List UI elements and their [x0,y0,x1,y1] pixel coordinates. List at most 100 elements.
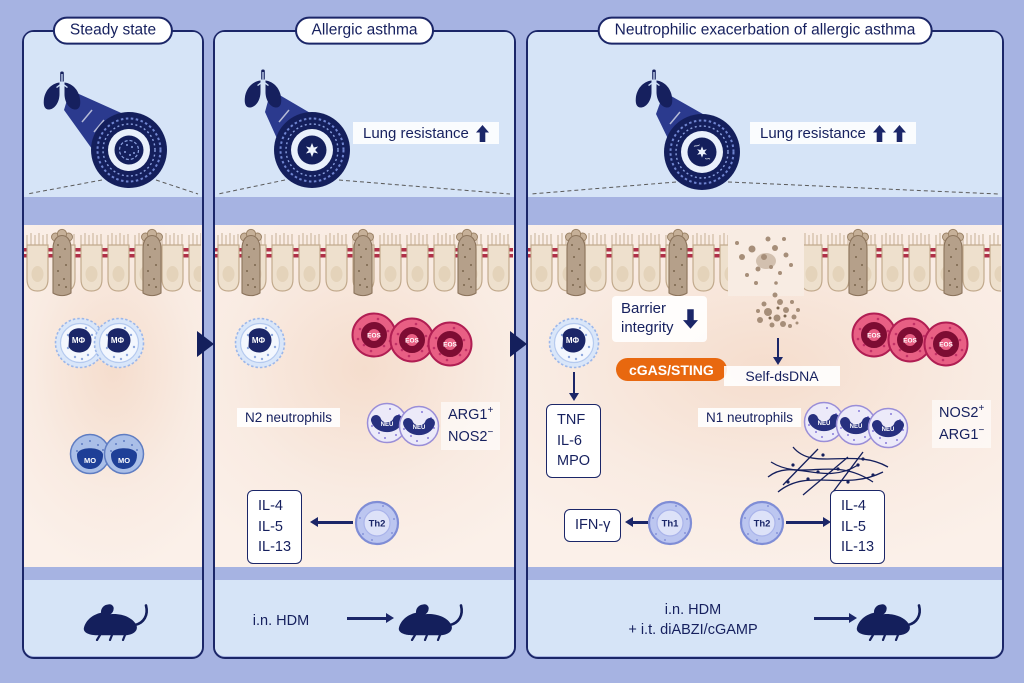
lung-resistance-label: Lung resistance [760,124,866,142]
n1-marker-genes: NOS2+ ARG1− [932,400,992,448]
panel1-title: Steady state [69,21,157,39]
cytokine-il5: IL-5 [258,518,283,535]
mouse-icon [82,602,148,641]
mouse-icon [855,602,921,641]
cytokine-il5: IL-5 [841,518,866,535]
panel1-airway-section [24,32,202,197]
eosinophil-cell: EOS [426,320,474,368]
progression-arrow-2 [510,331,527,357]
lung-resistance-indicator: Lung resistance [353,122,499,144]
monocyte-cell: MO [69,433,111,475]
th2-to-cytokines-arrow [317,521,353,524]
treatment-arrow [814,617,850,620]
lungs-icon [635,68,673,109]
mouse-icon [397,602,463,641]
eosinophil-label: EOS [367,333,381,340]
neutrophil-cell: NEU [398,405,440,447]
goblet-cell [239,228,263,297]
eosinophil-cell: EOS [350,311,398,359]
th2-label: Th2 [754,519,771,530]
panel2-title: Allergic asthma [311,21,418,39]
up-arrow-icon [872,124,886,142]
th2-cell: Th2 [739,500,785,546]
n2-neutrophils-label: N2 neutrophils [237,408,341,427]
cytokine-il13: IL-13 [258,539,292,556]
neutrophil-cell: NEU [835,404,877,446]
up-arrow-icon [892,124,906,142]
marker-nos2: NOS2− [448,426,494,445]
th2-to-cytokines-arrow [786,521,824,524]
lungs-icon [43,70,81,111]
eosinophil-cell: EOS [388,316,436,364]
goblet-cell [564,228,588,297]
lung-resistance-label: Lung resistance [363,124,469,142]
th2-cell: Th2 [354,500,400,546]
panel2-airway-section: Lung resistance [215,32,514,197]
neutrophil-extracellular-trap [767,446,889,496]
panel-neutrophilic-exacerbation: Neutrophilic exacerbation of allergic as… [526,16,1004,659]
cgas-sting-badge: cGAS/STING [616,358,727,381]
panel1-title-pill: Steady state [52,16,174,45]
panel-allergic-asthma: Allergic asthma Lung resistance [213,16,516,659]
macrophage-secretion-arrow [572,372,576,394]
monocyte-cell: MO [103,433,145,475]
ifn-gamma-box: IFN-γ [564,509,622,542]
goblet-cell [351,228,375,297]
airway-zoom-illustration [217,68,511,195]
barrier-integrity-label: Barrier integrity [621,300,674,336]
factor-mpo: MPO [557,453,591,470]
goblet-cell [455,228,479,297]
neutrophil-label: NEU [850,424,863,430]
treatment-label: i.n. HDM + i.t. diABZI/cGAMP [628,602,758,639]
macrophage-label: MΦ [111,336,125,345]
epithelium-barrier [24,227,201,297]
epithelium-barrier [215,227,513,297]
neutrophil-label: NEU [818,421,831,427]
factor-il6: IL-6 [557,432,582,449]
macrophage-label: MΦ [252,336,266,345]
eosinophil-label: EOS [443,342,457,349]
neutrophil-cell: NEU [803,401,845,443]
neutrophil-cell: NEU [867,407,909,449]
panel2-title-pill: Allergic asthma [294,16,435,45]
macrophage-label: MΦ [72,336,86,345]
goblet-cell [846,228,870,297]
goblet-cell [140,228,164,297]
monocyte-label: MO [84,456,96,465]
eosinophil-label: EOS [939,342,953,349]
monocyte-label: MO [118,456,130,465]
panel3-title-pill: Neutrophilic exacerbation of allergic as… [597,16,933,45]
airway-cross-section-constricted [273,111,351,189]
ifn-gamma-label: IFN-γ [575,517,611,533]
neutrophil-label: NEU [882,427,895,433]
eosinophil-label: EOS [405,338,419,345]
panel3-title: Neutrophilic exacerbation of allergic as… [614,21,916,39]
epithelium-barrier-damaged [528,227,1001,297]
lungs-icon [244,68,282,109]
marker-arg1: ARG1− [939,424,985,443]
macrophage-factors-box: TNF IL-6 MPO [546,404,602,478]
th2-cytokines-box: IL-4 IL-5 IL-13 [830,490,886,564]
barrier-integrity-indicator: Barrier integrity [612,296,707,342]
self-dsdna-label: Self-dsDNA [724,366,840,386]
neutrophil-label: NEU [381,422,394,428]
cytokine-il13: IL-13 [841,539,875,556]
cytokine-il4: IL-4 [841,498,866,514]
macrophage-cell: MΦ [234,317,286,369]
panel3-mouse-section [528,580,1002,656]
th2-label: Th2 [369,519,386,530]
eosinophil-label: EOS [903,338,917,345]
treatment-arrow [347,617,387,620]
neutrophil-cell: NEU [366,402,408,444]
eosinophil-cell: EOS [886,316,934,364]
macrophage-cell: MΦ [548,317,600,369]
dna-debris-cloud [756,292,800,328]
panel-steady-state: Steady state MΦ [22,16,204,659]
goblet-cell [50,228,74,297]
treatment-label: i.n. HDM [252,613,310,629]
airway-cross-section-obstructed [663,113,741,191]
marker-arg1: ARG1+ [448,405,494,423]
airway-zoom-illustration [26,70,199,195]
eosinophil-cell: EOS [922,320,970,368]
